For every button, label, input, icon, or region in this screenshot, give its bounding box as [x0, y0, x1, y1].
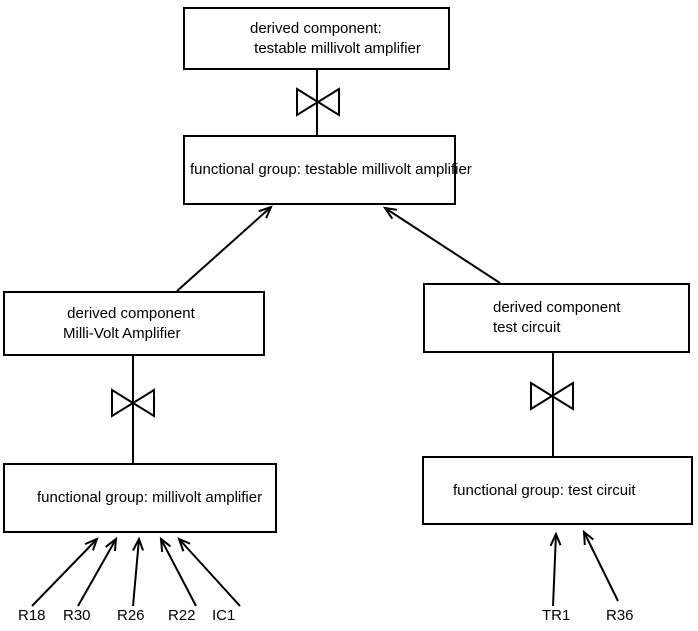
- node-label: derived component:: [250, 19, 382, 37]
- node-derived-testable-millivolt-amplifier: derived component: testable millivolt am…: [183, 7, 450, 70]
- node-label: test circuit: [493, 319, 561, 336]
- component-label-r36: R36: [606, 607, 634, 624]
- node-functional-group-millivolt-amplifier: functional group: millivolt amplifier: [3, 463, 277, 533]
- node-derived-milli-volt-amplifier: derived component Milli-Volt Amplifier: [3, 291, 265, 356]
- containment-arrow: [31, 205, 619, 607]
- node-label: functional group: test circuit: [453, 481, 636, 499]
- node-label: Milli-Volt Amplifier: [63, 324, 181, 342]
- node-label: functional group: millivolt amplifier: [37, 489, 263, 506]
- node-label: testable millivolt amplifier: [250, 39, 421, 57]
- node-derived-test-circuit: derived component test circuit: [423, 283, 690, 353]
- component-label-r26: R26: [117, 607, 145, 624]
- component-label-r18: R18: [18, 607, 46, 624]
- node-functional-group-testable-millivolt-amplifier: functional group: testable millivolt amp…: [183, 135, 472, 205]
- component-label-r22: R22: [168, 607, 196, 624]
- node-label: derived component: [63, 304, 195, 322]
- component-label-r30: R30: [63, 607, 91, 624]
- node-label: derived component: [493, 299, 621, 316]
- node-functional-group-test-circuit: functional group: test circuit: [422, 456, 693, 525]
- decomposition-connector: [132, 70, 554, 463]
- component-label-ic1: IC1: [212, 607, 236, 624]
- component-label-tr1: TR1: [542, 607, 571, 624]
- node-label: functional group: testable millivolt amp…: [190, 161, 472, 178]
